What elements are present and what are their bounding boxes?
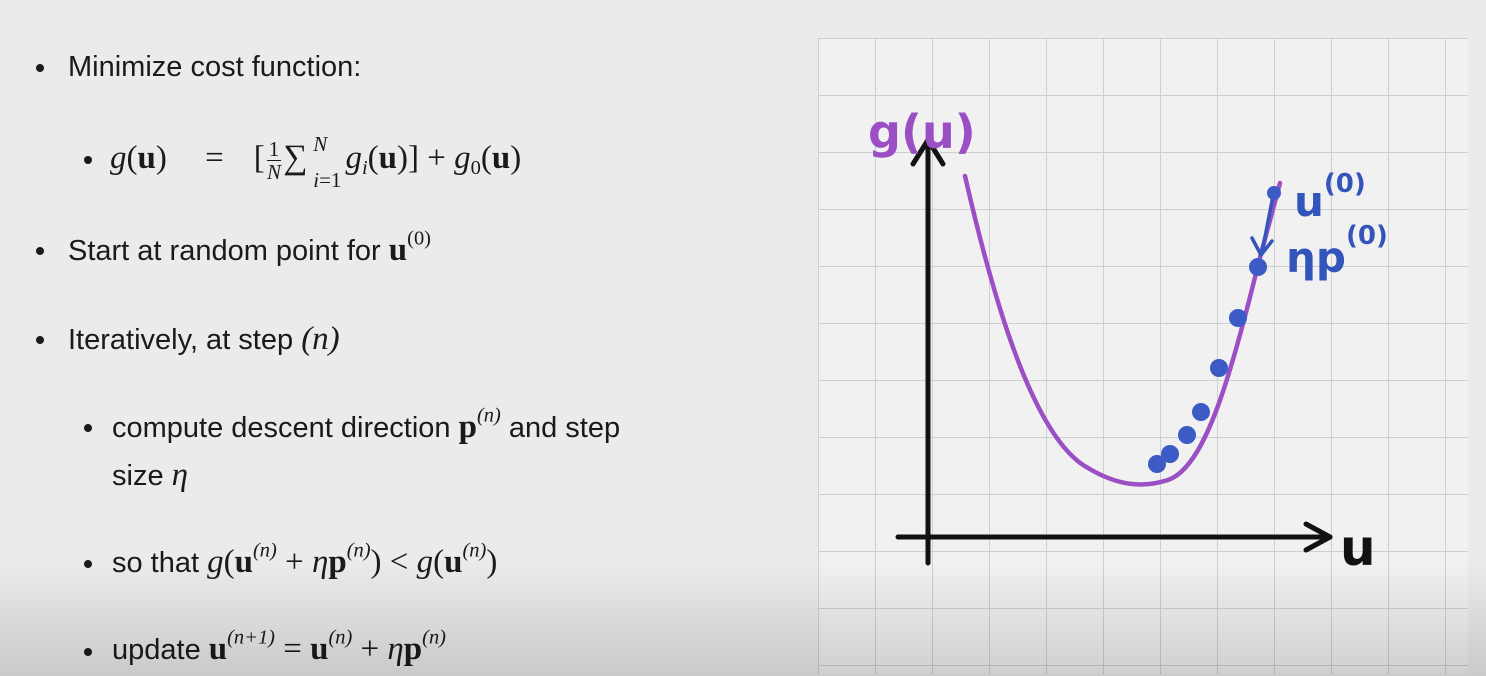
eta-symbol: η xyxy=(171,457,189,493)
compute-text-3: size xyxy=(112,460,164,492)
u-symbol: u xyxy=(378,140,398,177)
bullet-dot xyxy=(84,424,92,432)
start-point-label: u(0) xyxy=(1294,169,1366,226)
compute-text: compute descent direction xyxy=(112,412,451,444)
bullet-iteratively: Iteratively, at step (n) xyxy=(68,322,340,357)
g-symbol: g xyxy=(416,544,434,580)
sum-lower-limit: i=1 xyxy=(313,168,342,193)
step-sup: (0) xyxy=(1346,221,1388,251)
start-point-letter: u xyxy=(1294,177,1324,226)
compute-text-2: and step xyxy=(508,412,621,444)
eta-symbol: η xyxy=(311,544,329,580)
superscript: (n) xyxy=(346,539,371,562)
bullet-dot xyxy=(36,64,44,72)
g-symbol: g xyxy=(345,140,362,177)
u-symbol: u xyxy=(137,140,156,177)
bullet-compute: compute descent direction p(n) and step xyxy=(112,405,621,445)
bullet-dot xyxy=(84,560,92,568)
g-symbol: g xyxy=(110,140,127,177)
bullet-start: Start at random point for u(0) xyxy=(68,228,431,268)
descent-arrowhead xyxy=(1250,236,1274,257)
update-text: update xyxy=(112,634,201,666)
bullet-dot xyxy=(84,156,92,164)
superscript: (n) xyxy=(328,626,353,649)
bullet-iter-text: Iteratively, at step xyxy=(68,324,294,356)
fraction-numerator: 1 xyxy=(266,137,282,161)
iterate-point xyxy=(1178,426,1196,444)
start-point xyxy=(1267,186,1281,200)
superscript: (n+1) xyxy=(227,626,275,649)
bullet-minimize: Minimize cost function: xyxy=(68,50,361,84)
superscript: (n) xyxy=(422,626,446,649)
gradient-descent-sketch: g(u) u u(0) ηp(0) xyxy=(868,105,1388,577)
g-symbol: g xyxy=(454,140,471,177)
step-n: (n) xyxy=(301,321,340,357)
u-symbol: u xyxy=(444,544,463,580)
bullet-dot xyxy=(36,336,44,344)
u-symbol: u xyxy=(388,232,408,268)
bullet-update: update u(n+1) = u(n) + ηp(n) xyxy=(112,626,446,667)
bullet-minimize-text: Minimize cost function: xyxy=(68,51,362,83)
u-symbol: u xyxy=(208,631,228,667)
u-symbol: u xyxy=(234,544,253,580)
bullet-so-that: so that g(u(n) + ηp(n)) < g(u(n)) xyxy=(112,539,498,580)
u-symbol: u xyxy=(310,631,329,667)
p-symbol: p xyxy=(328,544,347,580)
start-point-sup: (0) xyxy=(1324,169,1366,199)
superscript: (n) xyxy=(476,404,501,427)
descent-step-arrow xyxy=(1260,194,1275,254)
fraction-denominator: N xyxy=(266,160,281,184)
bullet-dot xyxy=(84,648,92,656)
x-axis-label: u xyxy=(1340,519,1376,577)
p-symbol: p xyxy=(403,631,423,667)
x-axis-arrowhead xyxy=(1303,521,1333,553)
u-symbol: u xyxy=(491,140,511,177)
iterate-point xyxy=(1161,445,1179,463)
sum-upper-limit: N xyxy=(313,132,328,157)
superscript: (n) xyxy=(252,539,277,562)
step-label: ηp(0) xyxy=(1286,221,1388,282)
cost-curve xyxy=(962,173,1283,487)
bullet-start-text: Start at random point for xyxy=(68,235,381,267)
g-symbol: g xyxy=(207,544,224,580)
superscript: (n) xyxy=(462,539,487,562)
bullet-compute-line2: size η xyxy=(112,458,188,493)
y-axis-label: g(u) xyxy=(868,105,976,159)
y-axis-arrowhead xyxy=(910,137,946,167)
so-that-text: so that xyxy=(112,547,200,579)
eta-symbol: η xyxy=(387,631,404,667)
bullet-dot xyxy=(36,247,44,255)
iterate-point xyxy=(1210,359,1228,377)
p-symbol: p xyxy=(458,409,477,445)
iterate-point xyxy=(1249,258,1267,276)
iterate-point xyxy=(1229,309,1247,327)
superscript: (0) xyxy=(407,227,431,250)
iterate-point xyxy=(1192,403,1210,421)
step-letters: ηp xyxy=(1286,233,1346,282)
iterate-point xyxy=(1148,455,1166,473)
